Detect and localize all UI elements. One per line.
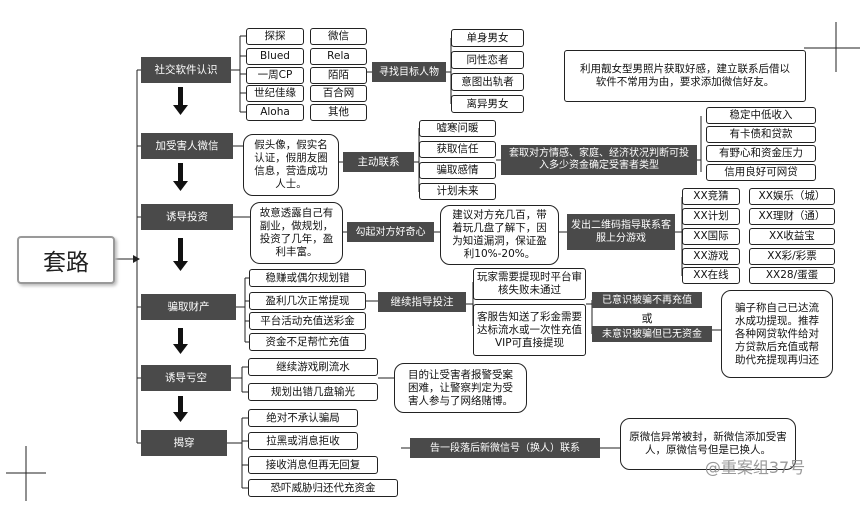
fraud-bonus-promo: 平台活动充值送彩金	[249, 312, 366, 330]
app-other: 其他	[310, 104, 367, 121]
victim-card-debt: 有卡债和贷款	[706, 126, 816, 143]
expose-no-reply: 接收消息但再无回复	[248, 456, 378, 474]
platform-zaixian: XX在线	[682, 267, 740, 284]
fake-profile-note: 假头像，假实名认证，假朋友圈信息，营造成功人士。	[243, 134, 339, 196]
probe-label: 套取对方情感、家庭、经济状况判断可投入多少资金确定受害者类型	[501, 145, 697, 175]
victim-good-credit: 信用良好可网贷	[706, 164, 816, 181]
stage-expose: 揭穿	[141, 430, 227, 456]
app-blued: Blued	[246, 48, 304, 65]
fraud-help-recharge: 资金不足帮忙充值	[249, 333, 366, 351]
stage-defraud-property: 骗取财产	[141, 294, 236, 320]
reveal-sideline-note: 故意透露自己有副业，做规划，投资了几年，盈利丰富。	[250, 202, 343, 264]
app-weekcp: 一周CP	[246, 67, 304, 84]
victim-stable-income: 稳定中低收入	[706, 107, 816, 124]
expose-threaten: 恐吓威胁归还代充资金	[248, 479, 398, 497]
arouse-curiosity-label: 勾起对方好奇心	[347, 222, 434, 242]
stage-add-wechat: 加受害人微信	[141, 133, 233, 159]
platform-youxi: XX游戏	[682, 248, 740, 265]
find-target-label: 寻找目标人物	[372, 62, 446, 82]
root-node: 套路	[17, 236, 115, 284]
loan-note: 骗子称自己已达流水成功提现。推荐各种网贷软件给对方贷款后充值或帮助代充提现再归还	[721, 290, 833, 378]
app-aloha: Aloha	[246, 104, 304, 121]
qr-code-label: 发出二维码指导联系客服上分游戏	[567, 214, 675, 250]
new-wechat-label: 告一段落后新微信号（换人）联系	[410, 438, 600, 458]
fraud-steady-win: 稳赚或偶尔规划错	[249, 269, 366, 287]
app-momo: 陌陌	[310, 67, 367, 84]
platform-yule: XX娱乐（城）	[749, 188, 835, 205]
bonus-vip-note: 客服告知送了彩金需要达标流水或一次性充值VIP可直接提现	[473, 304, 586, 356]
platform-jingcai: XX竞猜	[682, 188, 740, 205]
aware-branch: 已意识被骗不再充值	[592, 292, 702, 308]
continue-bet-label: 继续指导投注	[378, 292, 466, 312]
stage-induce-loss: 诱导亏空	[141, 365, 231, 391]
suggest-recharge-note: 建议对方充几百，带着玩几盘了解下，因为知道漏洞，保证盈利10%-20%。	[440, 205, 559, 265]
or-text: 或	[641, 312, 653, 325]
app-wechat: 微信	[310, 28, 367, 45]
platform-guoji: XX国际	[682, 228, 740, 245]
note-social: 利用靓女型男照片获取好感，建立联系后借以软件不常用为由，要求添加微信好友。	[564, 50, 806, 102]
expose-block: 拉黑或消息拒收	[248, 432, 358, 450]
stage-induce-invest: 诱导投资	[141, 204, 233, 230]
app-jiayuan: 世纪佳缘	[246, 85, 304, 102]
app-baihe: 百合网	[310, 85, 367, 102]
unaware-branch: 未意识被骗但已无资金	[592, 326, 712, 342]
target-cheaters: 意图出轨者	[451, 73, 524, 91]
watermark: @重案组37号	[704, 458, 806, 477]
contact-warm: 嘘寒问暖	[419, 120, 496, 137]
withdraw-fail-note: 玩家需要提现时平台审核失败未通过	[473, 268, 586, 300]
target-gay: 同性恋者	[451, 51, 524, 69]
platform-licai: XX理财（通）	[749, 208, 835, 225]
app-tantan: 探探	[246, 28, 304, 45]
platform-jihua: XX计划	[682, 208, 740, 225]
stage-social-software: 社交软件认识	[141, 57, 231, 83]
contact-future: 计划未来	[419, 183, 496, 200]
victim-ambition: 有野心和资金压力	[706, 145, 816, 162]
platform-shouyibao: XX收益宝	[749, 228, 835, 245]
platform-caipiao: XX彩/彩票	[749, 248, 835, 265]
platform-dandan: XX28/蛋蛋	[749, 267, 835, 284]
target-divorced: 离异男女	[451, 95, 524, 113]
loss-keep-playing: 继续游戏刷流水	[248, 358, 378, 376]
target-singles: 单身男女	[451, 29, 524, 47]
expose-deny: 绝对不承认骗局	[248, 409, 358, 427]
app-rela: Rela	[310, 48, 367, 65]
fraud-normal-withdraw: 盈利几次正常提现	[249, 292, 366, 310]
loss-purpose-note: 目的让受害者报警受案困难，让警察判定为受害人参与了网络赌博。	[394, 363, 527, 413]
final-note: 原微信异常被封，新微信添加受害人，原微信号但是已换人。	[620, 418, 796, 470]
loss-lose-all: 规划出错几盘输光	[248, 383, 378, 401]
active-contact-label: 主动联系	[343, 152, 414, 172]
contact-feelings: 骗取感情	[419, 162, 496, 179]
contact-trust: 获取信任	[419, 141, 496, 158]
